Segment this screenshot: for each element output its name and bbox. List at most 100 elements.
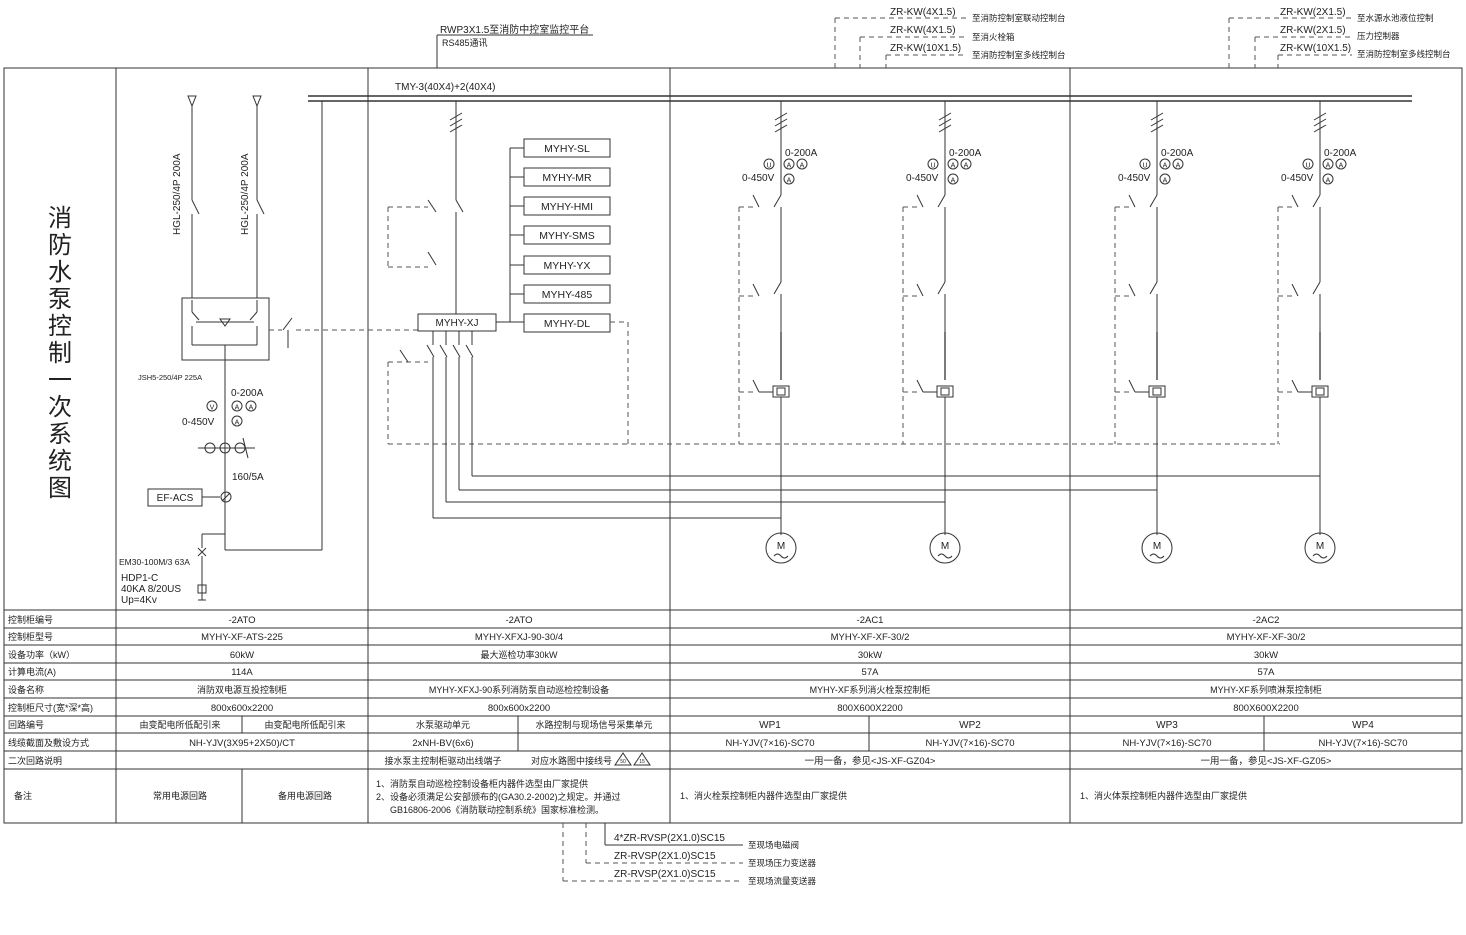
ammeter-symbol: A (951, 178, 956, 185)
motor-icon (929, 532, 961, 564)
voltmeter-icon: V (210, 405, 215, 412)
voltmeter-icon (763, 158, 775, 170)
row-label-circuit: 回路编号 (8, 719, 44, 730)
voltmeter-icon (927, 158, 939, 170)
ammeter-icon (796, 158, 808, 170)
right-dest-2: 压力控制器 (1357, 31, 1400, 41)
c4-power: 30kW (1254, 650, 1278, 661)
spec-table: 控制柜编号 控制柜型号 设备功率（kW） 计算电流(A) 设备名称 控制柜尺寸(… (4, 609, 1462, 823)
bottom-dest-1: 至现场电磁阀 (748, 840, 799, 850)
row-label-power: 设备功率（kW） (8, 649, 75, 660)
feeder-volt-range: 0-450V (906, 173, 939, 184)
ammeter-symbol: A (787, 163, 792, 170)
c2-tag-2: 15 (639, 759, 645, 765)
c4-remark: 1、消火体泵控制柜内器件选型由厂家提供 (1080, 790, 1247, 801)
ammeter-icon (1172, 158, 1184, 170)
mid-dest-3: 至消防控制室多线控制台 (972, 50, 1066, 60)
c3-secondary: 一用一备，参见<JS-XF-GZ04> (805, 755, 936, 767)
c1-id: -2ATO (228, 615, 255, 626)
module-sms-label: MYHY-SMS (539, 230, 595, 242)
c4-cable-b: NH-YJV(7×16)-SC70 (1319, 738, 1408, 749)
c3-remark: 1、消火栓泵控制柜内器件选型由厂家提供 (680, 790, 847, 801)
motor-symbol: M (941, 541, 949, 552)
c2-secondary-b: 对应水路图中接线号 (531, 755, 612, 766)
top-cable-right: ZR-KW(2X1.5) 至水源水池液位控制 ZR-KW(2X1.5) 压力控制… (1228, 7, 1451, 68)
mid-cable-2: ZR-KW(4X1.5) (890, 25, 956, 36)
ammeter-symbol: A (951, 163, 956, 170)
c3-current: 57A (862, 667, 880, 678)
c1-circuit-a: 由变配电所低配引来 (139, 719, 220, 730)
c4-circuit-b: WP4 (1352, 720, 1374, 731)
c1-note-b: 备用电源回路 (278, 790, 332, 801)
c3-model: MYHY-XF-XF-30/2 (831, 632, 910, 643)
module-dl-label: MYHY-DL (544, 318, 590, 330)
top-cable-mid: ZR-KW(4X1.5) 至消防控制室联动控制台 ZR-KW(4X1.5) 至消… (834, 7, 1066, 68)
rs485-label: RS485通讯 (442, 38, 488, 48)
c2-circuit-b: 水路控制与现场信号采集单元 (535, 719, 652, 730)
c1-size: 800x600x2200 (211, 703, 273, 714)
bottom-dest-3: 至现场流量变送器 (748, 876, 817, 886)
rs485-cable-label: RWP3X1.5至消防中控室监控平台 (440, 23, 589, 36)
voltmeter-symbol: U (1142, 163, 1147, 170)
bottom-cable-2: ZR-RVSP(2X1.0)SC15 (614, 851, 716, 862)
c1-name: 消防双电源互投控制柜 (197, 684, 287, 695)
feeder-amp-range: 0-200A (1324, 148, 1357, 159)
feeder-volt-range: 0-450V (742, 173, 775, 184)
bottom-cable-3: ZR-RVSP(2X1.0)SC15 (614, 869, 716, 880)
inspection-section: MYHY-XJ MYHY-SL MYHY-MR MYHY-HMI MYHY-SM… (387, 101, 1320, 519)
c3-cable-a: NH-YJV(7×16)-SC70 (726, 738, 815, 749)
motor-symbol: M (777, 541, 785, 552)
ct-ratio: 160/5A (232, 472, 264, 483)
right-cable-2: ZR-KW(2X1.5) (1280, 25, 1346, 36)
ammeter-icon (947, 173, 959, 185)
right-dest-1: 至水源水池液位控制 (1357, 13, 1434, 23)
ammeter-symbol: A (1163, 178, 1168, 185)
c4-current: 57A (1258, 667, 1276, 678)
c2-size: 800x600x2200 (488, 703, 550, 714)
c1-current: 114A (231, 667, 253, 678)
c4-circuit-a: WP3 (1156, 720, 1178, 731)
feeder-amp-range: 0-200A (785, 148, 818, 159)
feeder-amp-range: 0-200A (949, 148, 982, 159)
c3-circuit-b: WP2 (959, 720, 981, 731)
c4-secondary: 一用一备，参见<JS-XF-GZ05> (1201, 755, 1332, 767)
frame (3, 67, 1463, 824)
c1-circuit-b: 由变配电所低配引来 (264, 719, 345, 730)
c2-secondary-a: 接水泵主控制柜驱动出线端子 (384, 755, 501, 766)
c3-size: 800X600X2200 (837, 703, 903, 714)
module-sl-label: MYHY-SL (544, 143, 590, 155)
ammeter-icon: A (249, 405, 254, 412)
c4-id: -2AC2 (1253, 615, 1280, 626)
row-label-model: 控制柜型号 (8, 631, 53, 642)
ammeter-icon: A (235, 420, 240, 427)
ammeter-icon (960, 158, 972, 170)
spd-line-3: Up=4Kv (121, 595, 157, 606)
ammeter-symbol: A (800, 163, 805, 170)
row-label-secondary: 二次回路说明 (8, 755, 62, 766)
ammeter-icon (1159, 173, 1171, 185)
bottom-dest-2: 至现场压力变送器 (748, 858, 817, 868)
row-label-current: 计算电流(A) (8, 666, 56, 677)
module-mr-label: MYHY-MR (542, 172, 592, 184)
ammeter-icon (1159, 158, 1171, 170)
ac-symbol (1149, 553, 1165, 559)
breaker-1-label: HGL-250/4P 200A (172, 153, 183, 235)
c3-cable-b: NH-YJV(7×16)-SC70 (926, 738, 1015, 749)
incoming-section: HGL-250/4P 200A HGL-250/4P 200A JSH5-250… (119, 95, 418, 606)
c1-power: 60kW (230, 650, 254, 661)
bottom-cables: 4*ZR-RVSP(2X1.0)SC15 至现场电磁阀 ZR-RVSP(2X1.… (562, 823, 817, 886)
mid-dest-2: 至消火栓箱 (972, 32, 1015, 42)
ats-label: JSH5-250/4P 225A (138, 373, 202, 382)
c2-remark-2: 2、设备必须满足公安部颁布的(GA30.2-2002)之规定。并通过 (376, 791, 621, 802)
spd-breaker-label: EM30-100M/3 63A (119, 557, 190, 567)
mid-dest-1: 至消防控制室联动控制台 (972, 13, 1066, 23)
busbar: TMY-3(40X4)+2(40X4) (308, 82, 1412, 102)
c4-cable-a: NH-YJV(7×16)-SC70 (1123, 738, 1212, 749)
right-dest-3: 至消防控制室多线控制台 (1357, 49, 1451, 59)
c1-model: MYHY-XF-ATS-225 (201, 632, 283, 643)
incoming-volt-range: 0-450V (182, 417, 215, 428)
c3-name: MYHY-XF系列消火栓泵控制柜 (810, 684, 931, 695)
motor-symbol: M (1153, 541, 1161, 552)
c4-name: MYHY-XF系列喷淋泵控制柜 (1210, 684, 1322, 695)
